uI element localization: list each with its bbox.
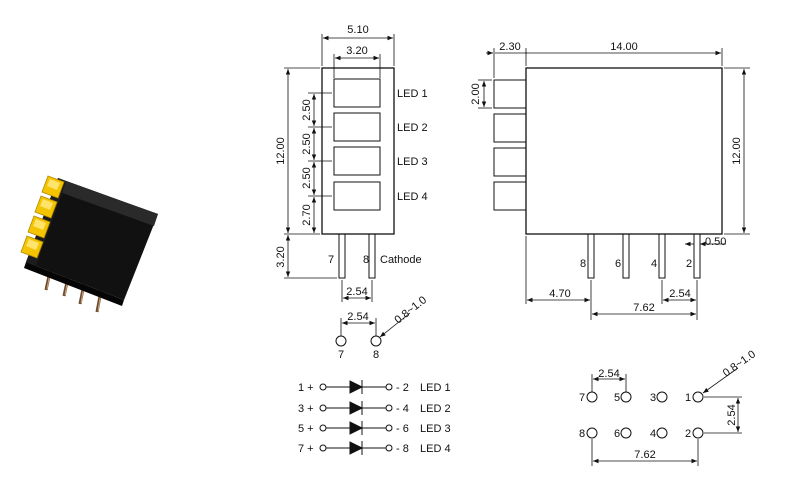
led-window-1	[333, 78, 381, 108]
bottom-pad-6	[620, 427, 632, 439]
front-height-total: 12.00	[275, 137, 287, 165]
side-body-length: 14.00	[610, 41, 638, 53]
front-pin-length: 3.20	[275, 246, 287, 267]
schematic-row-2: 3 + - 4 LED 2	[298, 401, 451, 415]
side-offset: 4.70	[549, 288, 570, 300]
anode-label-1: 1 +	[298, 382, 314, 394]
bottom-pad-3	[656, 391, 668, 403]
schematic-row-1: 1 + - 2 LED 1	[298, 380, 451, 394]
side-pin-label-2: 2	[686, 258, 692, 270]
front-pin-spacing: 2.54	[346, 286, 367, 298]
cathode-label: Cathode	[380, 254, 422, 266]
cathode-label-1: - 2	[396, 382, 409, 394]
front-pin-7	[338, 233, 346, 279]
bottom-label-7: 7	[579, 392, 585, 404]
front-bottom-offset: 2.70	[301, 204, 313, 225]
footprint-pin-7-label: 7	[338, 349, 344, 361]
front-pin-7-label: 7	[328, 254, 334, 266]
bottom-label-3: 3	[650, 392, 656, 404]
side-pin-6	[622, 233, 630, 279]
led-window-4	[333, 181, 381, 211]
bottom-pad-7	[586, 391, 598, 403]
bottom-label-6: 6	[614, 428, 620, 440]
schematic-led-2: LED 2	[420, 403, 451, 415]
side-body	[525, 67, 723, 235]
side-body-height: 12.00	[731, 137, 743, 165]
front-pitch-2: 2.50	[301, 133, 313, 154]
front-width-window: 3.20	[346, 45, 367, 57]
product-photo	[20, 175, 158, 313]
led-window-3	[333, 146, 381, 176]
side-lens-4	[493, 181, 527, 211]
bottom-spacing-top: 2.54	[598, 368, 619, 380]
bottom-pad-4	[656, 427, 668, 439]
schematic-row-3: 5 + - 6 LED 3	[298, 421, 451, 435]
cathode-label-2: - 4	[396, 403, 409, 415]
side-pin-label-8: 8	[580, 258, 586, 270]
schematic-row-4: 7 + - 8 LED 4	[298, 441, 451, 455]
anode-label-4: 7 +	[298, 443, 314, 455]
footprint-pad-7	[335, 335, 347, 347]
bottom-footprint: 2.54 7 5 3 1 8 6 4 2 0.8~1.0 2.54 7.62	[579, 348, 758, 466]
front-footprint-spacing: 2.54	[347, 311, 368, 323]
side-span: 7.62	[633, 302, 654, 314]
bottom-hole-size: 0.8~1.0	[721, 348, 758, 379]
anode-label-2: 3 +	[298, 403, 314, 415]
side-lens-2	[493, 113, 527, 143]
bottom-pad-8	[586, 427, 598, 439]
bottom-label-2: 2	[685, 428, 691, 440]
front-width-outer: 5.10	[347, 24, 368, 36]
anode-label-3: 5 +	[298, 423, 314, 435]
cathode-label-4: - 8	[396, 443, 409, 455]
front-pin-8-label: 8	[363, 254, 369, 266]
side-lens-1	[493, 79, 527, 109]
bottom-label-4: 4	[650, 428, 656, 440]
side-pin-8	[587, 233, 595, 279]
bottom-pad-1	[692, 391, 704, 403]
bottom-row-spacing: 2.54	[726, 404, 738, 425]
bottom-pad-5	[620, 391, 632, 403]
bottom-label-8: 8	[579, 428, 585, 440]
front-pitch-3: 2.50	[301, 167, 313, 188]
front-footprint: 2.54 0.8~1.0 7 8	[335, 294, 429, 361]
led-label-3: LED 3	[397, 156, 428, 168]
schematic-led-1: LED 1	[420, 382, 451, 394]
side-pin-4	[658, 233, 666, 279]
side-pin-label-6: 6	[615, 258, 621, 270]
front-pitch-1: 2.50	[301, 99, 313, 120]
front-footprint-hole: 0.8~1.0	[392, 294, 429, 326]
side-view: 2.30 14.00 2.00 12.00 0.50 8 6 4 2 4.70 …	[470, 41, 750, 320]
bottom-label-1: 1	[685, 392, 691, 404]
bottom-span: 7.62	[634, 449, 655, 461]
front-pin-8	[368, 233, 376, 279]
side-lens-protrusion: 2.30	[499, 41, 520, 53]
front-view: 5.10 3.20 12.00 2.50 2.50 2.50 2.70 3.20…	[275, 24, 428, 302]
led-window-2	[333, 112, 381, 142]
bottom-label-5: 5	[614, 392, 620, 404]
side-pitch: 2.54	[669, 288, 690, 300]
side-pin-width: 0.50	[705, 236, 726, 248]
cathode-label-3: - 6	[396, 423, 409, 435]
schematic-led-4: LED 4	[420, 443, 451, 455]
side-pin-2	[693, 233, 701, 279]
side-lens-height: 2.00	[470, 83, 482, 104]
led-label-4: LED 4	[397, 191, 428, 203]
footprint-pin-8-label: 8	[373, 349, 379, 361]
side-lens-3	[493, 147, 527, 177]
led-label-2: LED 2	[397, 122, 428, 134]
footprint-pad-8	[370, 335, 382, 347]
led-lenses	[20, 175, 65, 259]
side-pin-label-4: 4	[651, 258, 657, 270]
led-schematic: 1 + - 2 LED 1 3 + - 4 LED 2 5 +	[298, 380, 451, 455]
led-label-1: LED 1	[397, 88, 428, 100]
schematic-led-3: LED 3	[420, 423, 451, 435]
bottom-pad-2	[692, 427, 704, 439]
